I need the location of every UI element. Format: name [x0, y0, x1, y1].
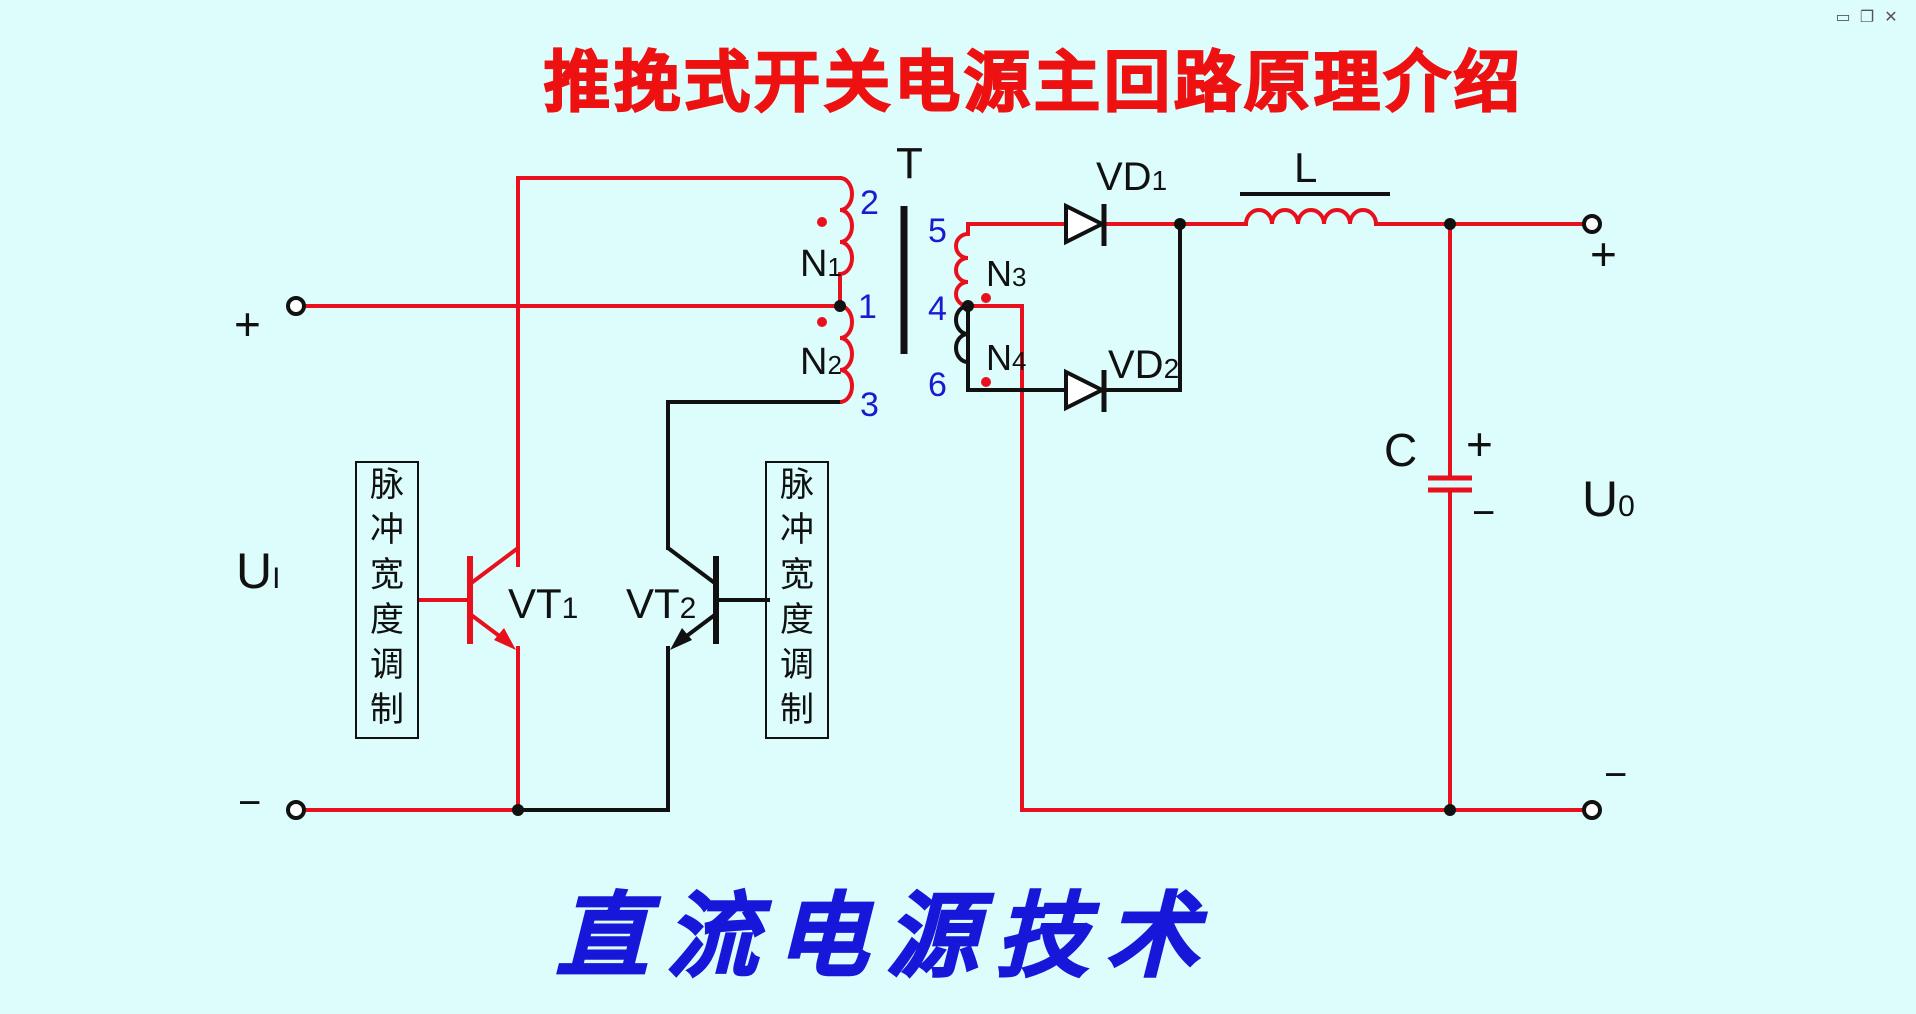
wire-pin5-vd1	[966, 222, 1068, 236]
pin-4: 4	[928, 290, 947, 328]
junction-vd-node	[1174, 218, 1186, 230]
coil-n1	[838, 176, 854, 306]
label-vd2: VD2	[1108, 343, 1179, 387]
wire-vt2-emitter	[516, 646, 670, 812]
page-title: 推挽式开关电源主回路原理介绍	[544, 44, 1524, 121]
diode-vd1	[1064, 202, 1107, 246]
junction-center-tap	[834, 300, 846, 312]
coil-n4	[954, 304, 970, 390]
junction-cap-bottom	[1444, 804, 1456, 816]
terminal-input-plus	[286, 296, 306, 316]
pin-2: 2	[860, 184, 879, 222]
coil-n3	[954, 232, 969, 308]
pwm-box-2-char: 度	[780, 600, 814, 640]
pwm-box-1-char: 调	[370, 645, 404, 685]
label-input-minus: −	[238, 781, 261, 825]
label-vt2: VT2	[626, 580, 696, 627]
pwm-box-1-char: 脉	[370, 465, 404, 505]
dot-n4	[981, 377, 991, 387]
junction-ground	[512, 804, 524, 816]
transistor-vt1	[467, 546, 520, 650]
coil-n2	[839, 304, 854, 404]
pwm-box-2-char: 宽	[780, 555, 814, 595]
pwm-box-2-char: 脉	[780, 465, 814, 505]
pwm-box-1-char: 度	[370, 600, 404, 640]
label-l: L	[1294, 144, 1317, 191]
label-n1: N1	[800, 243, 842, 285]
diode-vd2	[1064, 368, 1107, 412]
label-t: T	[896, 139, 923, 188]
pwm-box-2	[765, 461, 829, 739]
label-n4: N4	[986, 337, 1026, 378]
pwm-box-2-char: 调	[780, 645, 814, 685]
restore-icon[interactable]: ❐	[1859, 7, 1875, 26]
wire-vd2-node	[1104, 222, 1182, 392]
terminal-input-minus	[286, 800, 306, 820]
wire-pin3-vt2	[666, 400, 842, 550]
transistor-vt2	[666, 546, 719, 650]
pin-3: 3	[860, 386, 879, 424]
wire-vt1-collector	[516, 176, 842, 567]
pwm-box-1-char: 冲	[370, 510, 404, 550]
label-cap-minus: −	[1472, 491, 1495, 535]
junction-secondary-tap	[962, 300, 974, 312]
pwm-box-2-char: 制	[780, 690, 814, 730]
label-c: C	[1384, 424, 1417, 476]
wire-center-tap-return	[966, 304, 1594, 812]
pin-5: 5	[928, 212, 947, 250]
label-n2: N2	[800, 341, 842, 383]
dot-n3	[981, 293, 991, 303]
pwm-box-2-char: 冲	[780, 510, 814, 550]
inductor-l	[1244, 208, 1378, 225]
dot-n2	[817, 317, 827, 327]
junction-cap-top	[1444, 218, 1456, 230]
minimize-icon[interactable]: ▭	[1835, 7, 1851, 26]
pin-6: 6	[928, 366, 947, 404]
pin-1: 1	[858, 288, 877, 326]
close-icon[interactable]: ✕	[1884, 7, 1898, 26]
label-output-plus: +	[1590, 228, 1617, 280]
pwm-box-1	[355, 461, 419, 739]
label-ui: UI	[236, 543, 280, 599]
pwm-box-1-char: 制	[370, 690, 404, 730]
terminal-output-plus	[1582, 214, 1602, 234]
label-vd1: VD1	[1096, 155, 1167, 199]
label-cap-plus: +	[1466, 418, 1493, 470]
pwm-box-1-char: 宽	[370, 555, 404, 595]
dot-n1	[817, 217, 827, 227]
terminal-output-minus	[1582, 800, 1602, 820]
label-vt1: VT1	[508, 580, 578, 627]
label-input-plus: +	[234, 298, 261, 350]
label-uo: U0	[1582, 471, 1635, 527]
label-n3: N3	[986, 253, 1026, 294]
footer-title: 直流电源技术	[556, 882, 1216, 990]
label-output-minus: −	[1604, 753, 1627, 797]
